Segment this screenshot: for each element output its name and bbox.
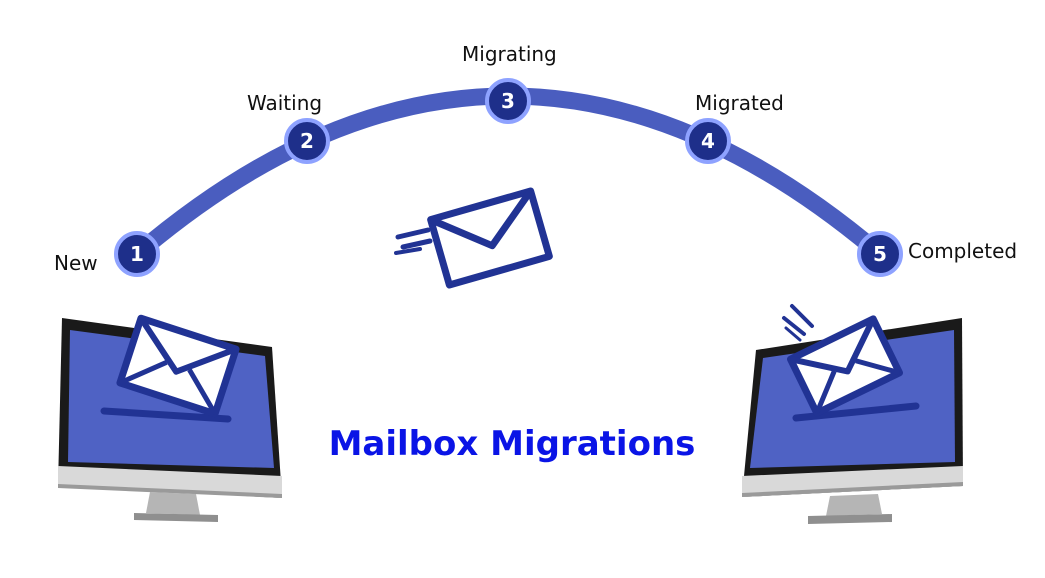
flying-envelope-icon: [394, 187, 553, 289]
step-node-3: 3: [485, 78, 531, 124]
step-node-2: 2: [284, 118, 330, 164]
step-number: 5: [873, 242, 887, 266]
step-label-migrated: Migrated: [695, 91, 784, 115]
step-label-completed: Completed: [908, 239, 1017, 263]
step-node-5: 5: [857, 231, 903, 277]
step-label-migrating: Migrating: [462, 42, 557, 66]
step-node-4: 4: [685, 118, 731, 164]
step-label-new: New: [54, 251, 98, 275]
step-number: 2: [300, 129, 314, 153]
left-computer-monitor-icon: [58, 314, 282, 522]
step-node-1: 1: [114, 231, 160, 277]
step-number: 3: [501, 89, 515, 113]
step-number: 1: [130, 242, 144, 266]
diagram-title: Mailbox Migrations: [329, 424, 696, 464]
step-label-waiting: Waiting: [247, 91, 322, 115]
step-number: 4: [701, 129, 715, 153]
right-computer-monitor-icon: [742, 304, 963, 524]
